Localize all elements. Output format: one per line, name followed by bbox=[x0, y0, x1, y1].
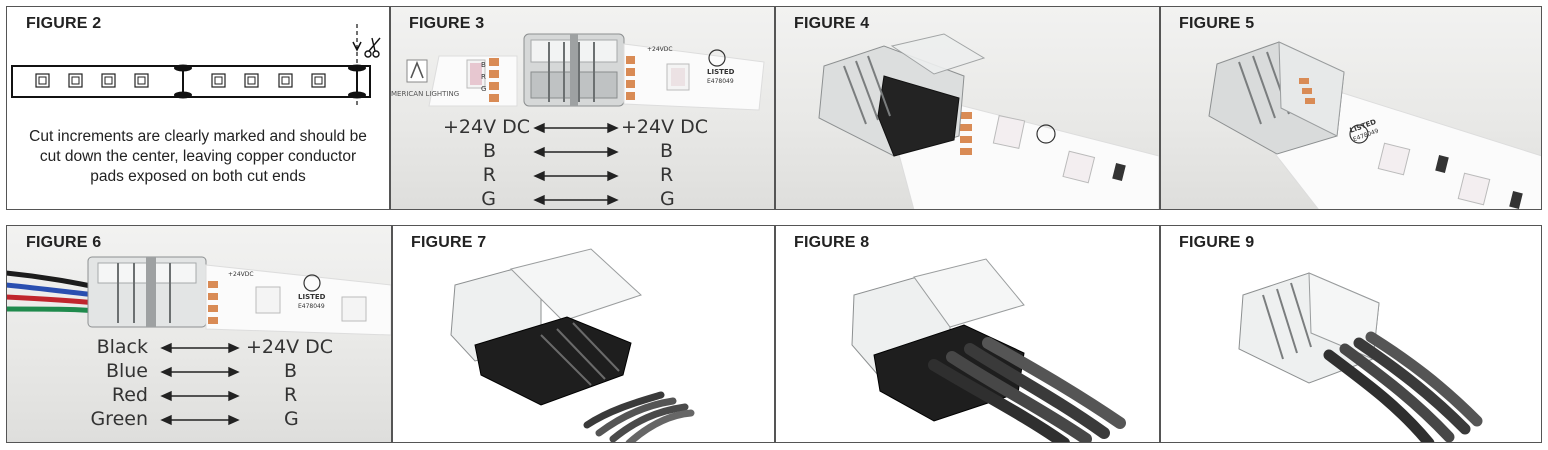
figure-2-panel: FIGURE 2 bbox=[6, 6, 389, 210]
map-left-3: G bbox=[481, 188, 496, 210]
strip-voltage-label: +24VDC bbox=[228, 271, 254, 278]
map-left-2: R bbox=[482, 164, 496, 186]
cert-label: LISTED E478049 bbox=[298, 293, 326, 310]
figure-9-photo bbox=[1238, 272, 1483, 443]
figure-6-panel: FIGURE 6 +24VDC LISTED E478049 Black Blu… bbox=[6, 225, 391, 443]
figure-7-photo bbox=[450, 248, 695, 443]
double-arrows bbox=[533, 122, 619, 206]
map-right-1: B bbox=[284, 360, 298, 382]
map-left-3: Green bbox=[90, 408, 148, 430]
figure-5-photo bbox=[1208, 41, 1542, 210]
map-right-2: R bbox=[284, 384, 298, 406]
map-left-1: Blue bbox=[105, 360, 148, 382]
map-right-2: R bbox=[660, 164, 674, 186]
figure-3-title: FIGURE 3 bbox=[409, 15, 485, 32]
figure-3-panel: FIGURE 3 +24VDC B R G MERICAN LIGHTING L… bbox=[389, 6, 774, 210]
figure-2-description: Cut increments are clearly marked and sh… bbox=[29, 128, 367, 185]
figure-9-panel: FIGURE 9 bbox=[1159, 225, 1542, 443]
figure-9-title: FIGURE 9 bbox=[1179, 234, 1255, 251]
figure-6-photo bbox=[6, 256, 391, 336]
map-right-0: +24V DC bbox=[246, 336, 334, 358]
map-left-2: Red bbox=[111, 384, 148, 406]
strip-voltage-label: +24VDC bbox=[647, 46, 673, 53]
map-left-0: Black bbox=[96, 336, 148, 358]
figure-2-title: FIGURE 2 bbox=[26, 15, 102, 32]
figure-4-photo bbox=[818, 33, 1159, 210]
figure-8-title: FIGURE 8 bbox=[794, 234, 870, 251]
map-right-1: B bbox=[660, 140, 674, 162]
brand-label: MERICAN LIGHTING bbox=[391, 90, 460, 98]
cert-label: LISTED E478049 bbox=[707, 68, 735, 85]
figure-4-title: FIGURE 4 bbox=[794, 15, 870, 32]
map-right-3: G bbox=[284, 408, 299, 430]
figure-8-panel: FIGURE 8 bbox=[774, 225, 1159, 443]
figure-6-mapping: Black Blue Red Green +24V DC B R G bbox=[6, 336, 391, 436]
map-left-1: B bbox=[482, 140, 496, 162]
figure-5-panel: FIGURE 5 LISTED E478049 bbox=[1159, 6, 1542, 210]
figure-4-panel: FIGURE 4 bbox=[774, 6, 1159, 210]
map-left-0: +24V DC bbox=[442, 116, 530, 138]
double-arrows bbox=[160, 342, 240, 426]
figure-3-photo bbox=[406, 33, 765, 111]
figure-7-title: FIGURE 7 bbox=[411, 234, 487, 251]
figure-5-title: FIGURE 5 bbox=[1179, 15, 1255, 32]
strip-pin-labels: B R G bbox=[481, 61, 487, 93]
figure-7-panel: FIGURE 7 bbox=[391, 225, 774, 443]
figure-8-photo bbox=[851, 258, 1126, 443]
figure-3-mapping: +24V DC B R G +24V DC B R G bbox=[389, 114, 774, 210]
scissors-icon bbox=[364, 37, 381, 58]
figure-6-title: FIGURE 6 bbox=[26, 234, 102, 251]
map-right-3: G bbox=[660, 188, 675, 210]
map-right-0: +24V DC bbox=[621, 116, 709, 138]
cut-diagram bbox=[11, 24, 381, 106]
